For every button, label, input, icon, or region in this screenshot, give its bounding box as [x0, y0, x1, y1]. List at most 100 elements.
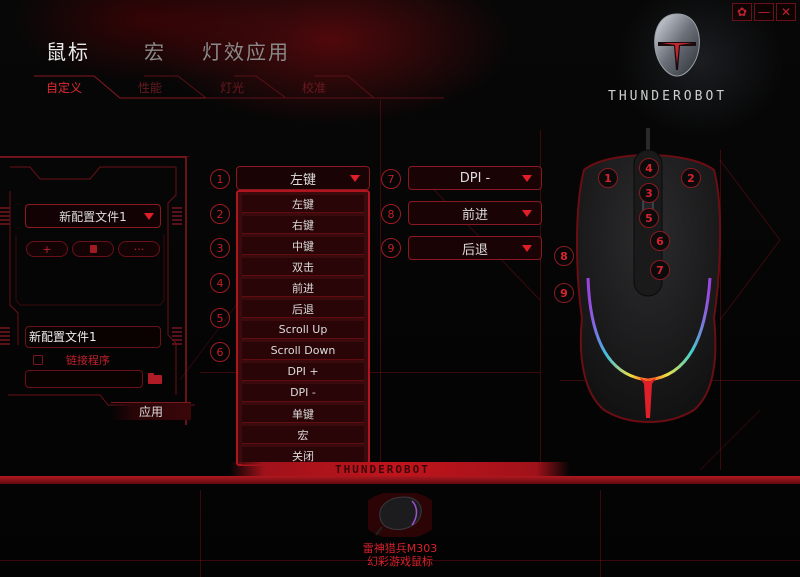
grill-decoration	[172, 327, 182, 347]
trash-icon	[89, 245, 97, 253]
brand-logo-text: THUNDEROBOT	[608, 89, 728, 104]
dropdown-option-middle-click[interactable]: 中键	[242, 237, 364, 255]
dropdown-option-macro[interactable]: 宏	[242, 426, 364, 444]
link-program-label: 链接程序	[66, 354, 110, 367]
profile-name-input[interactable]: 新配置文件1	[25, 326, 161, 348]
deco-line	[720, 150, 721, 470]
chevron-down-icon	[522, 245, 532, 252]
link-program-checkbox[interactable]	[33, 355, 43, 365]
dropdown-option-scroll-up[interactable]: Scroll Up	[242, 321, 364, 339]
dropdown-option-forward[interactable]: 前进	[242, 279, 364, 297]
profile-panel-frame	[0, 156, 195, 425]
mouse-marker-2[interactable]: 2	[681, 168, 701, 188]
button-number-7: 7	[381, 169, 401, 189]
mouse-marker-4[interactable]: 4	[639, 158, 659, 178]
mouse-marker-9[interactable]: 9	[554, 283, 574, 303]
dropdown-option-single-key[interactable]: 单键	[242, 405, 364, 423]
grill-decoration	[0, 327, 10, 347]
apply-button[interactable]: 应用	[111, 402, 191, 420]
deco-line	[200, 372, 540, 373]
deco-line	[380, 100, 381, 470]
link-program-path-input[interactable]	[25, 370, 143, 388]
add-icon: +	[42, 242, 52, 256]
button-number-3: 3	[210, 238, 230, 258]
profile-dropdown[interactable]: 新配置文件1	[25, 204, 161, 228]
deco-line	[200, 490, 201, 577]
mouse-image-icon	[576, 128, 722, 423]
footer-brand-text: THUNDEROBOT	[335, 463, 430, 476]
footer-banner	[230, 462, 570, 476]
sub-tabs: 自定义 性能 灯光 校准	[34, 74, 444, 100]
product-name: 雷神猎兵M303 幻彩游戏鼠标	[320, 542, 480, 568]
dropdown-option-dpi-down[interactable]: DPI -	[242, 384, 364, 402]
button-number-9: 9	[381, 238, 401, 258]
minimize-icon: —	[758, 5, 770, 19]
deco-line	[0, 560, 800, 561]
button-number-2: 2	[210, 204, 230, 224]
dropdown-option-double-click[interactable]: 双击	[242, 258, 364, 276]
main-tabs: 鼠标 宏 灯效应用	[46, 36, 290, 65]
mouse-marker-7[interactable]: 7	[650, 260, 670, 280]
mouse-marker-1[interactable]: 1	[598, 168, 618, 188]
button-8-assignment-dropdown[interactable]: 前进	[408, 201, 542, 225]
dropdown-option-scroll-down[interactable]: Scroll Down	[242, 342, 364, 360]
chevron-down-icon	[350, 175, 360, 182]
product-mouse-thumbnail-icon[interactable]	[368, 493, 432, 537]
mouse-marker-3[interactable]: 3	[639, 183, 659, 203]
profile-panel: 新配置文件1 + ··· 新配置文件1 链接程序 应用	[0, 155, 195, 425]
subtab-performance[interactable]: 性能	[138, 81, 163, 95]
more-options-button[interactable]: ···	[118, 241, 160, 257]
mouse-marker-5[interactable]: 5	[639, 208, 659, 228]
folder-icon[interactable]	[148, 373, 162, 384]
dropdown-option-right-click[interactable]: 右键	[242, 216, 364, 234]
assignment-dropdown-list: 左键 右键 中键 双击 前进 后退 Scroll Up Scroll Down …	[236, 190, 370, 466]
button-8-assignment-value: 前进	[461, 207, 488, 223]
footer-bar	[0, 476, 800, 484]
button-number-5: 5	[210, 308, 230, 328]
mouse-diagram: 1 2 3 4 5 6 7 8 9	[548, 128, 800, 428]
dropdown-option-dpi-up[interactable]: DPI +	[242, 363, 364, 381]
button-number-8: 8	[381, 204, 401, 224]
tab-lighting-apply[interactable]: 灯效应用	[202, 40, 290, 64]
profile-dropdown-value: 新配置文件1	[59, 209, 127, 224]
delete-profile-button[interactable]	[72, 241, 114, 257]
button-9-assignment-dropdown[interactable]: 后退	[408, 236, 542, 260]
button-1-assignment-value: 左键	[289, 172, 316, 188]
subtab-custom[interactable]: 自定义	[46, 81, 83, 95]
dropdown-option-left-click[interactable]: 左键	[242, 195, 364, 213]
close-button[interactable]: ✕	[776, 3, 796, 21]
tab-macro[interactable]: 宏	[144, 40, 166, 64]
mouse-marker-6[interactable]: 6	[650, 231, 670, 251]
window-controls: ✿ — ✕	[732, 3, 796, 21]
sub-tabs-frame	[34, 75, 444, 99]
settings-button[interactable]: ✿	[732, 3, 752, 21]
product-name-line2: 幻彩游戏鼠标	[367, 555, 433, 568]
minimize-button[interactable]: —	[754, 3, 774, 21]
button-7-assignment-value: DPI -	[459, 170, 491, 186]
mouse-marker-8[interactable]: 8	[554, 246, 574, 266]
deco-line	[600, 490, 601, 577]
subtab-calibration[interactable]: 校准	[302, 81, 327, 95]
deco-line	[540, 130, 541, 470]
gear-icon: ✿	[736, 5, 748, 19]
chevron-down-icon	[522, 210, 532, 217]
button-9-assignment-value: 后退	[461, 242, 488, 258]
grill-decoration	[0, 207, 10, 227]
dropdown-option-disable[interactable]: 关闭	[242, 447, 364, 465]
grill-decoration	[172, 207, 182, 227]
chevron-down-icon	[522, 175, 532, 182]
product-name-line1: 雷神猎兵M303	[362, 542, 438, 555]
add-profile-button[interactable]: +	[26, 241, 68, 257]
button-7-assignment-dropdown[interactable]: DPI -	[408, 166, 542, 190]
button-number-6: 6	[210, 342, 230, 362]
button-number-1: 1	[210, 169, 230, 189]
tab-mouse[interactable]: 鼠标	[46, 40, 90, 64]
close-icon: ✕	[780, 5, 792, 19]
more-icon: ···	[133, 242, 145, 256]
thunderobot-logo-icon	[654, 13, 700, 77]
button-1-assignment-dropdown[interactable]: 左键	[236, 166, 370, 190]
subtab-lighting[interactable]: 灯光	[220, 81, 245, 95]
button-number-4: 4	[210, 273, 230, 293]
dropdown-option-back[interactable]: 后退	[242, 300, 364, 318]
